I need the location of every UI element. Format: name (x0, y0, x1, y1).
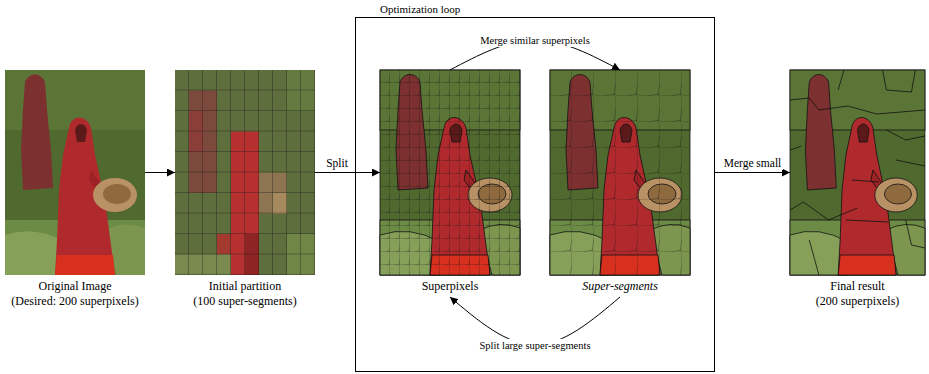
loop-title: Optimization loop (380, 2, 460, 16)
panel-caption: Superpixels (422, 279, 479, 294)
flow-arrow (715, 172, 790, 173)
panel-caption: Final result (830, 279, 884, 294)
panel-caption: Original Image (39, 279, 112, 294)
flow-arrow (315, 172, 380, 173)
image-panel: Final result(200 superpixels) (790, 70, 925, 312)
panel-caption: Initial partition (209, 279, 281, 294)
original-photo (5, 70, 145, 275)
super-segment-map (550, 70, 690, 275)
posterized-scene (790, 70, 925, 275)
edge-label: Merge similar superpixels (478, 34, 591, 47)
image-panel: Superpixels (380, 70, 520, 297)
edge-label: Split large super-segments (478, 339, 593, 352)
superpixel-boundaries (380, 70, 520, 275)
grid-partition (175, 70, 315, 275)
flow-arrow (145, 172, 175, 173)
panel-subcaption: (200 superpixels) (816, 294, 900, 309)
final-map (790, 70, 925, 275)
loop-box: SuperpixelsSuper-segmentsOptimization lo… (355, 17, 715, 372)
panel-subcaption: (100 super-segments) (193, 294, 296, 309)
edge-label: Merge small (722, 157, 784, 170)
edge-label: Split (324, 157, 350, 170)
partition-grid (175, 70, 315, 275)
superpixel-map (380, 70, 520, 275)
image-panel: Super-segments (550, 70, 690, 297)
panel-caption: Super-segments (582, 279, 658, 294)
segment-boundaries (550, 70, 690, 275)
panel-subcaption: (Desired: 200 superpixels) (11, 294, 138, 309)
image-panel: Original Image(Desired: 200 superpixels) (5, 70, 145, 312)
final-boundaries (790, 70, 925, 275)
image-panel: Initial partition(100 super-segments) (175, 70, 315, 312)
posterized-scene (550, 70, 690, 275)
posterized-scene (380, 70, 520, 275)
photo-scene (5, 70, 145, 275)
partition-ground (175, 70, 315, 275)
